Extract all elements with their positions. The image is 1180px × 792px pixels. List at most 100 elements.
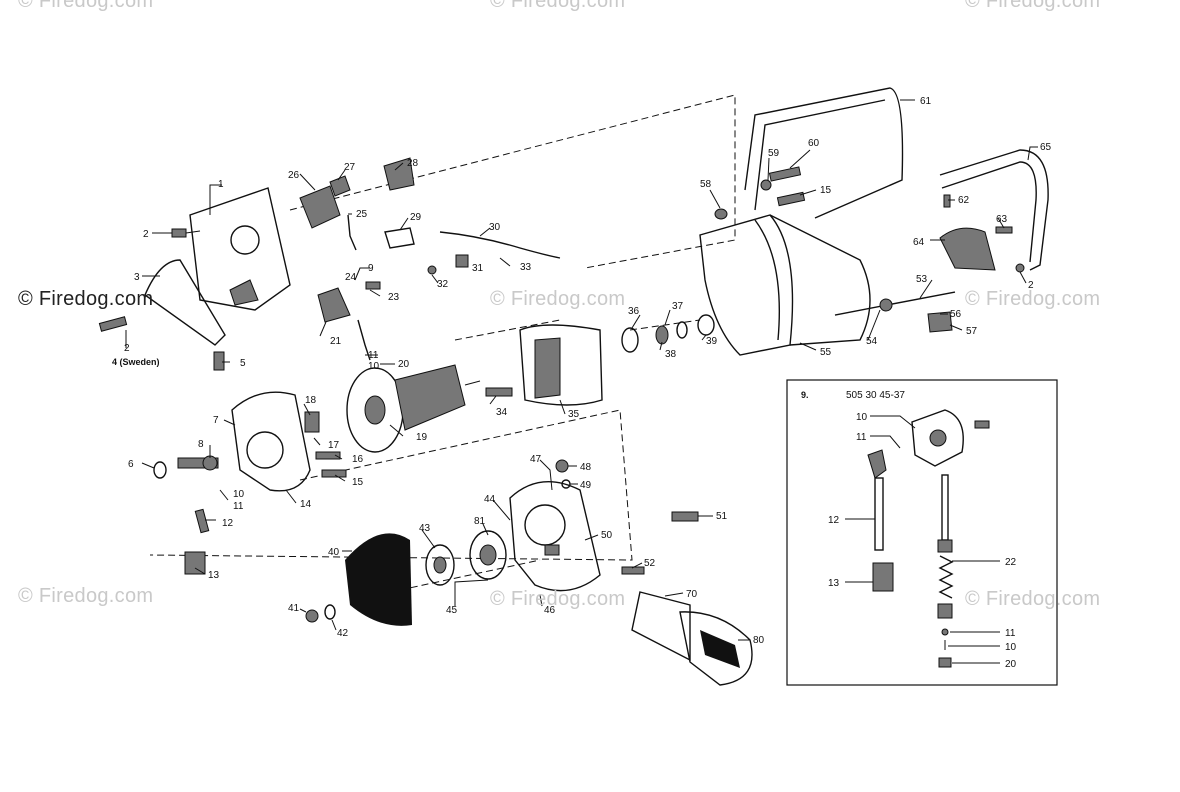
part-54-nut	[879, 298, 893, 312]
part-61-front-handle	[744, 87, 904, 219]
part-32-screw	[427, 265, 437, 275]
part-1-cover-plate	[189, 187, 291, 311]
part-15-bolt	[776, 191, 806, 207]
callout-41: 41	[288, 603, 300, 614]
inset-tube-12	[874, 477, 884, 551]
part-16-screw	[315, 451, 341, 460]
part-43-clutch	[425, 544, 455, 586]
callout-32: 32	[437, 279, 449, 290]
part-80-guide-bar-slot	[700, 630, 740, 668]
part-58-nut	[714, 208, 728, 220]
inset-oil-pump-detail: 9. 505 30 45-37 10 11 12 13 22 11 10 20	[786, 379, 1058, 686]
callout-35: 35	[568, 409, 580, 420]
callout-81: 81	[474, 516, 486, 527]
part-18-bearing	[304, 411, 320, 433]
inset-rod	[941, 474, 949, 541]
part-31-clamp	[455, 254, 469, 268]
part-65-rear-handle-inner	[941, 161, 1037, 263]
callout-25: 25	[356, 209, 368, 220]
inset-callout-13: 13	[828, 578, 840, 589]
callout-34: 34	[496, 407, 508, 418]
part-35-stator	[519, 324, 603, 406]
callout-54: 54	[866, 336, 878, 347]
part-13-plug	[184, 551, 206, 575]
callout-39: 39	[706, 336, 718, 347]
inset-elbow	[867, 449, 887, 479]
watermark-bottom-right: © Firedog.com	[965, 588, 1101, 610]
part-80-guide-bar	[679, 611, 753, 686]
callout-12a: 12	[222, 518, 234, 529]
part-59-washer	[760, 179, 772, 191]
inset-callout-11a: 11	[856, 432, 867, 443]
part-15-screw	[321, 469, 347, 478]
part-12-pin	[194, 508, 210, 534]
callout-8: 8	[198, 439, 204, 450]
assembly-line-top	[289, 94, 736, 269]
callout-10a: 10	[368, 361, 380, 372]
callout-5: 5	[240, 358, 246, 369]
part-8-shaft	[177, 455, 219, 471]
part-30-cable	[439, 231, 561, 259]
part-56-clip	[927, 311, 953, 333]
part-61-front-handle-inner	[754, 99, 886, 211]
callout-63: 63	[996, 214, 1008, 225]
callout-19: 19	[416, 432, 428, 443]
callout-7: 7	[213, 415, 219, 426]
callout-9: 9	[368, 263, 374, 274]
callout-53: 53	[916, 274, 928, 285]
inset-callout-10a: 10	[856, 412, 868, 423]
assembly-line-middle	[454, 319, 561, 341]
callout-13a: 13	[208, 570, 220, 581]
callout-65: 65	[1040, 142, 1052, 153]
callout-18: 18	[305, 395, 317, 406]
part-24-switch	[317, 287, 351, 323]
part-5-screw	[213, 351, 225, 371]
callout-70: 70	[686, 589, 698, 600]
inset-callout-20: 20	[1005, 659, 1017, 670]
callout-26: 26	[288, 170, 300, 181]
callout-43: 43	[419, 523, 431, 534]
part-65-rear-handle	[939, 149, 1049, 271]
inset-header-number: 9.	[801, 390, 809, 400]
callout-2a: 2	[143, 229, 149, 240]
part-2-screw	[171, 228, 201, 238]
part-6-washer	[153, 461, 167, 479]
inset-callout-11b: 11	[1005, 628, 1016, 639]
callout-17: 17	[328, 440, 340, 451]
callout-60: 60	[808, 138, 820, 149]
callout-3: 3	[134, 272, 140, 283]
part-27-clip	[329, 175, 351, 197]
part-53-rod	[834, 291, 956, 316]
watermark-top-left: © Firedog.com	[18, 0, 154, 12]
part-2-screw-rear	[1015, 263, 1025, 273]
part-51-bolt	[671, 511, 699, 522]
callout-58: 58	[700, 179, 712, 190]
callout-44: 44	[484, 494, 496, 505]
inset-callout-12: 12	[828, 515, 840, 526]
callout-11b: 11	[233, 501, 244, 512]
part-3-shield	[144, 259, 226, 346]
part-81-sprocket	[469, 530, 507, 580]
part-34-screw	[485, 387, 513, 397]
callout-30: 30	[489, 222, 501, 233]
part-25-wire	[347, 214, 357, 251]
callout-56: 56	[950, 309, 962, 320]
callout-2c: 2	[1028, 280, 1034, 291]
part-64-grip-cover	[939, 227, 996, 271]
callout-57: 57	[966, 326, 978, 337]
callout-28: 28	[407, 158, 419, 169]
callout-50: 50	[601, 530, 613, 541]
callout-42: 42	[337, 628, 349, 639]
callout-27: 27	[344, 162, 356, 173]
leader-lines	[125, 99, 1038, 641]
callout-labels: 1 2 3 2 4 (Sweden) 5 26 27 28 25 29 30 3…	[112, 96, 1052, 646]
callout-40: 40	[328, 547, 340, 558]
part-70-saw-chain	[631, 591, 691, 662]
callout-49: 49	[580, 480, 592, 491]
callout-52: 52	[644, 558, 656, 569]
watermark-top-center: © Firedog.com	[490, 0, 626, 12]
callout-38: 38	[665, 349, 677, 360]
inset-header-code: 505 30 45-37	[846, 390, 905, 401]
part-55-main-housing	[699, 214, 871, 356]
